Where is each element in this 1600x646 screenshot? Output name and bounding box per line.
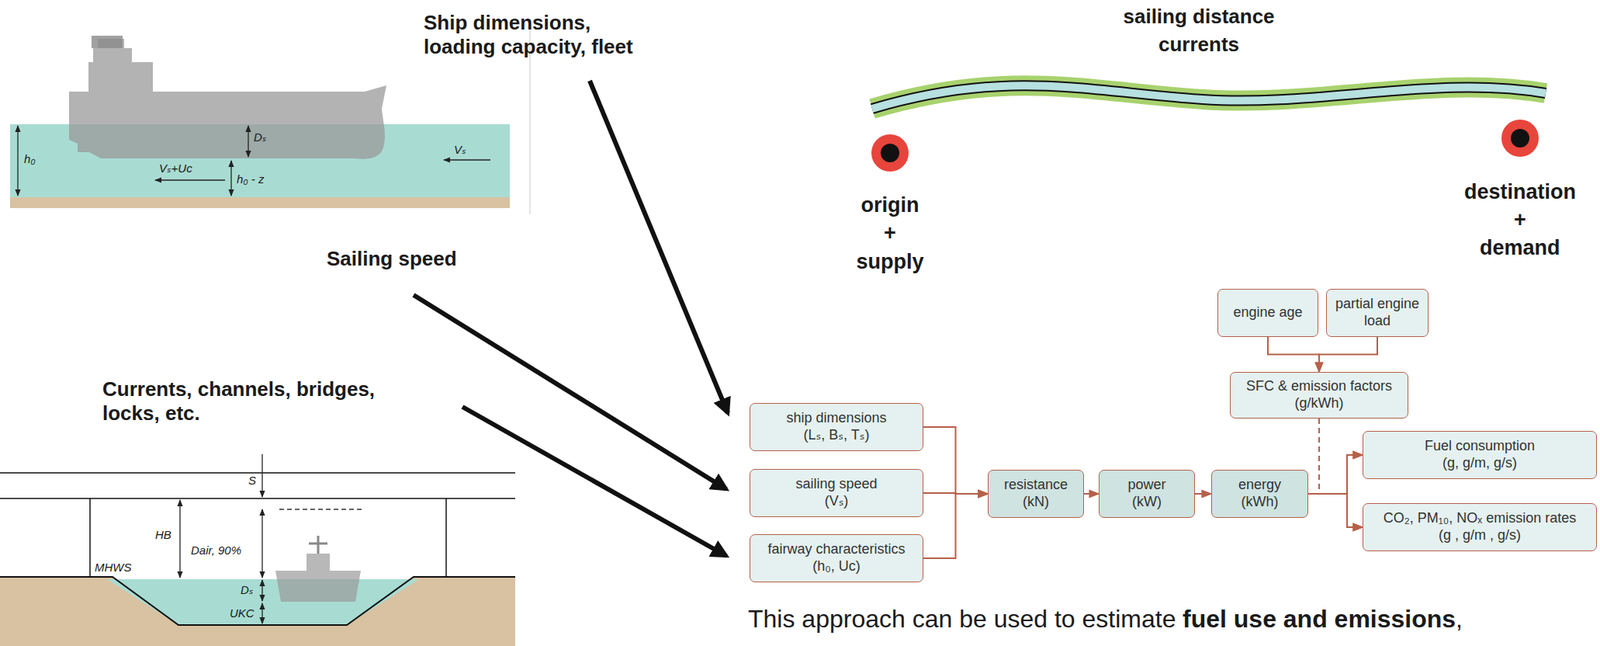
dimension-label: MHWS bbox=[94, 560, 132, 575]
dimension-label-holder: Dₛ bbox=[253, 130, 267, 145]
box-title: engine age bbox=[1232, 304, 1303, 322]
place-label-holder: supply bbox=[856, 249, 925, 274]
flow-connector bbox=[1194, 492, 1212, 495]
dimension-label: S bbox=[248, 473, 257, 488]
note-text-holder: , bbox=[1455, 603, 1463, 634]
dimension-label-holder: h₀ - z bbox=[236, 172, 265, 187]
dimension-label-holder: Vₛ+Uc bbox=[159, 161, 193, 176]
callout-arrows bbox=[413, 80, 728, 556]
note-text-holder: fuel use and emissions bbox=[1182, 603, 1456, 634]
dimension-label-holder: S bbox=[248, 473, 257, 488]
flow-connector bbox=[1308, 454, 1363, 494]
place-label: destination bbox=[1464, 179, 1576, 205]
output-box: Fuel consumption(g, g/m, g/s) bbox=[1362, 430, 1597, 479]
route-label: sailing distance bbox=[1123, 4, 1275, 29]
box-title: CO₂, PM₁₀, NOₓ emission rates bbox=[1383, 509, 1576, 527]
factor-box: partial engine load bbox=[1326, 288, 1429, 337]
dimension-label: HB bbox=[155, 527, 172, 542]
place-label: + bbox=[1513, 207, 1527, 233]
dimension-label-holder: UKC bbox=[229, 606, 255, 620]
factor-box: SFC & emission factors(g/kWh) bbox=[1229, 371, 1409, 419]
place-label: + bbox=[883, 220, 897, 246]
box-title: resistance bbox=[1004, 476, 1068, 494]
factor-box: engine age bbox=[1217, 288, 1319, 337]
box-unit: (Lₛ, Bₛ, Tₛ) bbox=[803, 426, 870, 444]
dashed-connector bbox=[1319, 418, 1363, 527]
box-title: sailing speed bbox=[795, 475, 877, 493]
place-label-holder: + bbox=[883, 220, 897, 246]
box-unit: (kN) bbox=[1022, 493, 1050, 511]
callout-text: Currents, channels, bridges, locks, etc. bbox=[102, 377, 398, 426]
place-label-holder: demand bbox=[1479, 235, 1561, 260]
box-title: Fuel consumption bbox=[1424, 437, 1535, 455]
dimension-label: Vₛ+Uc bbox=[159, 161, 193, 176]
dimension-label-holder: Vₛ bbox=[453, 142, 467, 157]
flow-connector bbox=[923, 493, 988, 558]
flow-connector bbox=[1319, 336, 1378, 372]
dimension-label: h₀ bbox=[24, 152, 36, 167]
box-title: energy bbox=[1238, 476, 1282, 494]
dimension-label: Dₛ bbox=[240, 582, 253, 597]
box-unit: (g/kWh) bbox=[1295, 394, 1344, 413]
input-box: fairway characteristics(h₀, Uc) bbox=[749, 533, 924, 582]
box-unit: (g , g/m , g/s) bbox=[1438, 526, 1521, 544]
bridge-section-figure bbox=[0, 453, 516, 646]
flow-connector bbox=[923, 426, 988, 494]
dimension-label: Dₛ bbox=[253, 130, 267, 145]
process-box: resistance(kN) bbox=[987, 469, 1084, 518]
dimension-label: h₀ - z bbox=[236, 172, 265, 187]
place-label: demand bbox=[1479, 235, 1561, 260]
input-box: ship dimensions(Lₛ, Bₛ, Tₛ) bbox=[749, 402, 924, 451]
box-title: fairway characteristics bbox=[767, 540, 905, 558]
box-unit: (kW) bbox=[1132, 493, 1162, 511]
input-box: sailing speed(Vₛ) bbox=[749, 468, 924, 517]
dimension-label: Dair, 90% bbox=[190, 543, 242, 558]
dimension-label-holder: h₀ bbox=[24, 152, 36, 167]
box-title: power bbox=[1127, 476, 1166, 494]
dimension-label-holder: HB bbox=[155, 527, 172, 542]
route-figure bbox=[871, 85, 1546, 172]
route-label-holder: currents bbox=[1158, 32, 1240, 57]
callout-text-holder: Sailing speed bbox=[326, 246, 458, 271]
box-unit: (Vₛ) bbox=[824, 492, 849, 510]
note-text: , bbox=[1455, 603, 1463, 634]
flow-connector bbox=[1083, 492, 1099, 495]
flow-connector bbox=[1308, 493, 1363, 527]
callout-text-holder: Currents, channels, bridges, locks, etc. bbox=[102, 377, 398, 426]
dimension-label-holder: MHWS bbox=[94, 560, 132, 575]
route-label-holder: sailing distance bbox=[1123, 4, 1275, 29]
place-label-holder: origin bbox=[861, 192, 920, 218]
dimension-label: UKC bbox=[229, 606, 255, 620]
callout-text: Sailing speed bbox=[326, 246, 458, 271]
place-label-holder: destination bbox=[1464, 179, 1576, 205]
box-unit: (g, g/m, g/s) bbox=[1442, 454, 1517, 472]
box-title: SFC & emission factors bbox=[1246, 377, 1393, 395]
process-box: energy(kWh) bbox=[1211, 469, 1309, 518]
place-label: origin bbox=[861, 192, 920, 218]
dimension-label-holder: Dair, 90% bbox=[190, 543, 242, 558]
box-unit: (h₀, Uc) bbox=[812, 557, 860, 575]
callout-text: Ship dimensions, loading capacity, fleet bbox=[423, 10, 657, 59]
process-box: power(kW) bbox=[1098, 469, 1195, 518]
dashed-connector bbox=[1319, 418, 1363, 494]
box-unit: (kWh) bbox=[1241, 493, 1279, 511]
flow-connector bbox=[1267, 336, 1320, 372]
note-text: fuel use and emissions bbox=[1182, 603, 1456, 634]
note-text: This approach can be used to estimate bbox=[748, 603, 1176, 634]
box-title: ship dimensions bbox=[786, 409, 887, 427]
dimension-label: Vₛ bbox=[453, 142, 467, 157]
box-title: partial engine load bbox=[1333, 295, 1422, 330]
route-label: currents bbox=[1158, 32, 1240, 57]
note-text-holder: This approach can be used to estimate bbox=[748, 603, 1176, 634]
place-label-holder: + bbox=[1513, 207, 1527, 233]
dimension-label-holder: Dₛ bbox=[240, 582, 253, 597]
place-label: supply bbox=[856, 249, 925, 274]
output-box: CO₂, PM₁₀, NOₓ emission rates(g , g/m , … bbox=[1362, 502, 1597, 551]
callout-text-holder: Ship dimensions, loading capacity, fleet bbox=[423, 10, 657, 59]
